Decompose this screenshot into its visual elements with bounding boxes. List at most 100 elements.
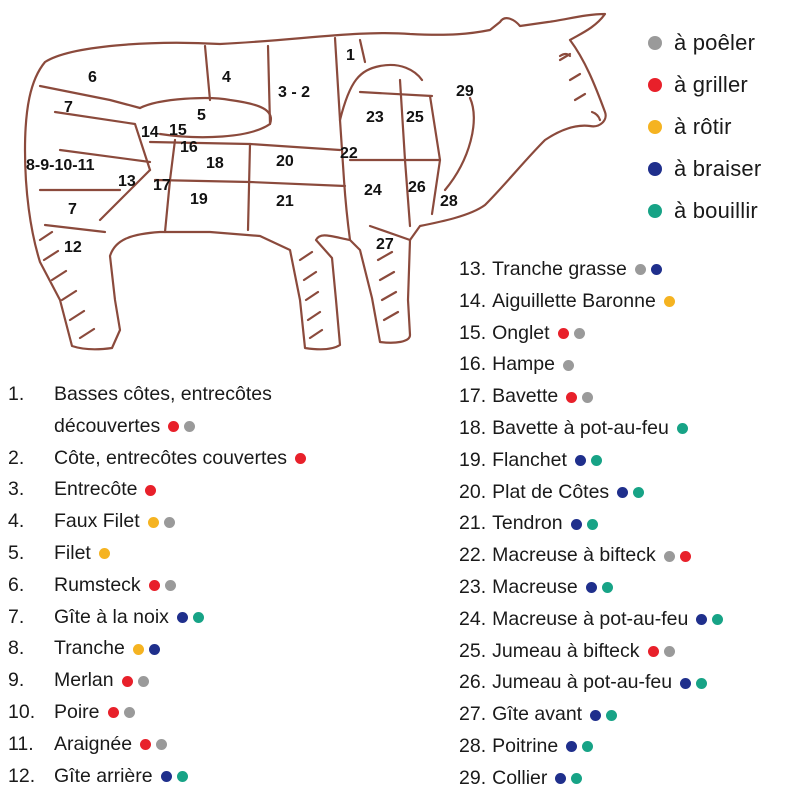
cooking-method-dots xyxy=(295,452,307,464)
legend-label: à braiser xyxy=(674,156,762,181)
cut-name: Flanchet xyxy=(492,448,567,471)
cut-number: 22. xyxy=(459,544,487,567)
dot-griller-icon xyxy=(566,391,578,403)
cut-name: Rumsteck xyxy=(54,573,141,596)
dot-bouillir-icon xyxy=(571,773,583,785)
cut-number: 23. xyxy=(459,575,487,598)
dot-braiser-icon xyxy=(696,614,708,626)
cooking-method-dots xyxy=(562,359,574,371)
cut-number: 26. xyxy=(459,671,487,694)
dot-rotir-icon xyxy=(663,296,675,308)
cooking-method-dots xyxy=(574,455,602,467)
dot-bouillir-icon xyxy=(590,455,602,467)
dot-poeler-icon xyxy=(164,580,176,592)
cooking-method-dots xyxy=(148,580,176,592)
cut-item: 4.Faux Filet xyxy=(8,506,448,538)
cut-item: 27.Gîte avant xyxy=(459,699,785,731)
dot-poeler-icon xyxy=(573,327,585,339)
dot-griller-icon xyxy=(647,645,659,657)
dot-poeler-icon xyxy=(663,550,675,562)
cooking-method-dots xyxy=(585,582,613,594)
legend-label: à bouillir xyxy=(674,198,758,223)
dot-braiser-icon xyxy=(148,643,160,655)
dot-poeler-icon xyxy=(123,707,135,719)
cut-name: Côte, entrecôtes couvertes xyxy=(54,446,288,469)
cut-label-6: 6 xyxy=(88,69,97,86)
dot-bouillir-icon xyxy=(676,423,688,435)
dot-rotir-icon xyxy=(132,643,144,655)
cut-number: 25. xyxy=(459,639,487,662)
legend-label: à rôtir xyxy=(674,114,732,139)
cooking-method-dots xyxy=(160,770,188,782)
cooking-method-dots xyxy=(676,423,688,435)
cut-label-20: 20 xyxy=(276,153,294,170)
cut-label-25: 25 xyxy=(406,109,424,126)
cut-number: 10. xyxy=(8,700,36,723)
dot-griller-icon xyxy=(557,327,569,339)
cut-item: 7.Gîte à la noix xyxy=(8,602,448,634)
cut-label-7a: 7 xyxy=(64,99,73,116)
legend-dot-icon xyxy=(648,162,662,176)
dot-bouillir-icon xyxy=(176,770,188,782)
cut-item: 8.Tranche xyxy=(8,633,448,665)
cut-label-5: 5 xyxy=(197,107,206,124)
cooking-method-dots xyxy=(590,709,618,721)
dot-poeler-icon xyxy=(634,264,646,276)
dot-griller-icon xyxy=(140,739,152,751)
cut-number: 17. xyxy=(459,385,487,408)
cut-label-1: 1 xyxy=(346,47,355,64)
cooking-method-dots xyxy=(107,707,135,719)
cut-label-3-2: 3 - 2 xyxy=(278,84,310,101)
cut-name: Hampe xyxy=(492,353,555,376)
cut-item: 2.Côte, entrecôtes couvertes xyxy=(8,443,448,475)
cut-number: 18. xyxy=(459,416,487,439)
cut-number: 14. xyxy=(459,289,487,312)
legend-dot-icon xyxy=(648,120,662,134)
dot-braiser-icon xyxy=(585,582,597,594)
dot-poeler-icon xyxy=(582,391,594,403)
dot-griller-icon xyxy=(107,707,119,719)
dot-braiser-icon xyxy=(650,264,662,276)
cut-label-28: 28 xyxy=(440,193,458,210)
cut-number: 6. xyxy=(8,573,25,596)
legend-dot-icon xyxy=(648,78,662,92)
cooking-method-dots xyxy=(566,391,594,403)
cut-number: 21. xyxy=(459,512,487,535)
cut-item: 24.Macreuse à pot-au-feu xyxy=(459,604,785,636)
dot-bouillir-icon xyxy=(633,486,645,498)
cooking-method-dots xyxy=(147,516,175,528)
dot-griller-icon xyxy=(121,675,133,687)
legend-item-bouillir: à bouillir xyxy=(648,190,783,232)
cut-number: 5. xyxy=(8,541,25,564)
cut-label-22: 22 xyxy=(340,145,358,162)
dot-poeler-icon xyxy=(663,645,675,657)
cut-name: Poire xyxy=(54,700,100,723)
cut-number: 13. xyxy=(459,258,487,280)
cut-label-19: 19 xyxy=(190,191,208,208)
cut-number: 24. xyxy=(459,607,487,630)
dot-bouillir-icon xyxy=(606,709,618,721)
cooking-method-dots xyxy=(168,421,196,433)
dot-poeler-icon xyxy=(184,421,196,433)
cut-item: 25.Jumeau à bifteck xyxy=(459,636,785,668)
cooking-method-dots xyxy=(696,614,724,626)
cut-number: 16. xyxy=(459,353,487,376)
dot-poeler-icon xyxy=(137,675,149,687)
cut-name: Araignée xyxy=(54,732,133,755)
cooking-method-dots xyxy=(140,739,168,751)
cut-item: 3.Entrecôte xyxy=(8,474,448,506)
dot-bouillir-icon xyxy=(712,614,724,626)
cooking-method-dots xyxy=(145,484,157,496)
cut-item: 10. Poire xyxy=(8,697,448,729)
cut-number: 8. xyxy=(8,637,25,660)
cut-item: 5.Filet xyxy=(8,538,448,570)
cut-number: 4. xyxy=(8,510,25,533)
cooking-method-dots xyxy=(566,741,594,753)
cooking-method-dots xyxy=(663,296,675,308)
cut-label-8-11: 8-9-10-11 xyxy=(26,157,95,174)
dot-braiser-icon xyxy=(574,455,586,467)
legend-item-rotir: à rôtir xyxy=(648,106,783,148)
cut-name: Entrecôte xyxy=(54,478,138,501)
